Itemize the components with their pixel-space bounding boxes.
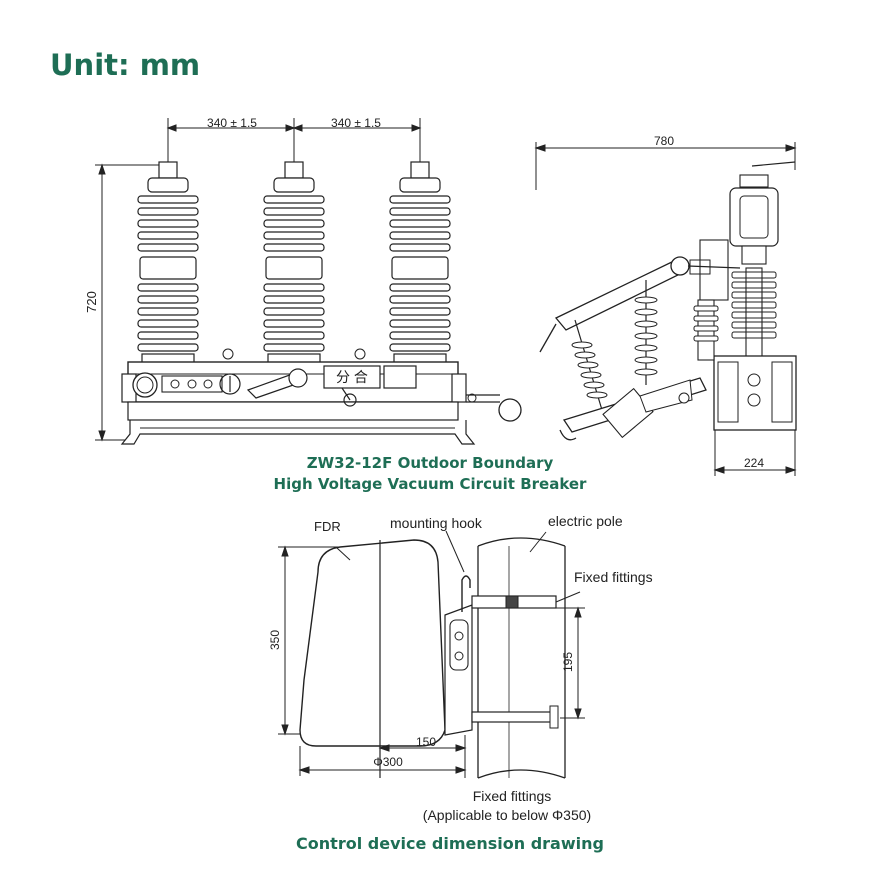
dim-spacing-control: 195	[561, 652, 575, 672]
page-title: Unit: mm	[50, 48, 201, 82]
label-electric-pole: electric pole	[548, 513, 623, 529]
dim-depth: 780	[654, 134, 674, 148]
label-fixed-fittings-bottom: Fixed fittings	[473, 788, 552, 804]
breaker-front-view	[95, 118, 522, 445]
breaker-side-view	[534, 142, 797, 476]
breaker-caption-line2: High Voltage Vacuum Circuit Breaker	[273, 475, 587, 493]
breaker-caption: ZW32-12F Outdoor Boundary High Voltage V…	[260, 453, 600, 495]
label-mounting-hook: mounting hook	[390, 515, 483, 531]
dim-base: 224	[744, 456, 764, 470]
dim-offset: 150	[416, 735, 436, 749]
control-caption: Control device dimension drawing	[296, 834, 604, 853]
dim-height-control: 350	[268, 630, 282, 650]
open-close-label: 分 合	[336, 369, 368, 385]
dim-height-breaker: 720	[84, 291, 99, 313]
label-fixed-fittings: Fixed fittings	[574, 569, 653, 585]
label-applicable: (Applicable to below Φ350)	[423, 807, 591, 823]
dim-spacing-1: 340 ± 1.5	[207, 116, 257, 130]
dim-diameter: Φ300	[373, 755, 403, 769]
breaker-caption-line1: ZW32-12F Outdoor Boundary	[306, 454, 554, 472]
dim-spacing-2: 340 ± 1.5	[331, 116, 381, 130]
label-fdr: FDR	[314, 519, 341, 534]
control-device-view	[278, 530, 585, 779]
